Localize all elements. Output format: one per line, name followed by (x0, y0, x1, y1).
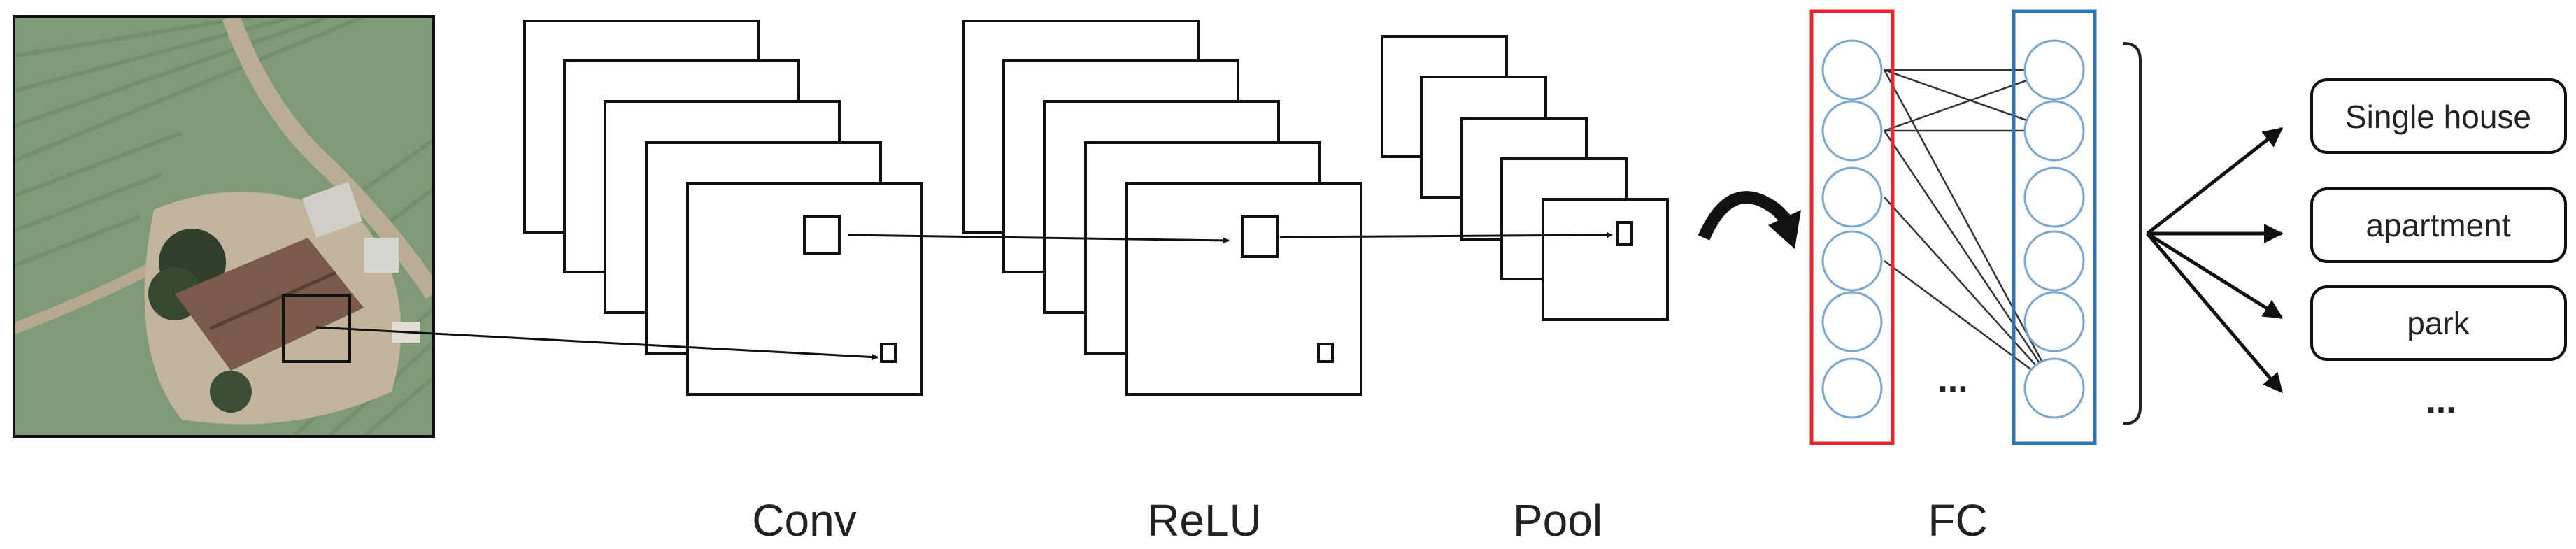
stage-label-pool: Pool (1513, 495, 1602, 546)
relu-feature-maps (962, 20, 1362, 396)
class-label: park (2407, 305, 2470, 341)
fc-output-neuron (2023, 230, 2085, 292)
fc-input-neuron (1821, 166, 1883, 228)
fc-input-neuron (1821, 100, 1883, 162)
fc-input-layer (1809, 9, 1895, 445)
fc-input-neuron (1821, 230, 1883, 292)
stage-label-fc: FC (1928, 495, 1987, 546)
curved-arrow-icon (1698, 191, 1801, 249)
fc-output-neuron (2023, 357, 2085, 419)
fc-input-neuron (1821, 357, 1883, 419)
stage-label-conv: Conv (752, 495, 856, 546)
stage-connections (315, 231, 1613, 361)
class-box-park: park (2310, 285, 2567, 361)
fc-ellipsis: ... (1937, 359, 1967, 400)
fc-output-layer (2012, 9, 2097, 445)
fc-output-neuron (2023, 166, 2085, 228)
fc-output-neuron (2023, 39, 2085, 101)
fc-output-neuron (2023, 291, 2085, 352)
stage-label-relu: ReLU (1147, 495, 1262, 546)
output-bracket (2123, 42, 2142, 425)
class-box-apartment: apartment (2310, 187, 2567, 263)
input-aerial-image (13, 15, 435, 438)
pool-feature-maps (1381, 35, 1669, 321)
class-label: Single house (2345, 99, 2531, 135)
fc-input-neuron (1821, 291, 1883, 352)
conv-feature-maps (523, 20, 923, 396)
fc-output-neuron (2023, 100, 2085, 162)
fc-input-neuron (1821, 39, 1883, 101)
class-label: apartment (2365, 207, 2510, 243)
class-box-single-house: Single house (2310, 78, 2567, 154)
output-arrows (2146, 127, 2284, 394)
class-ellipsis: ... (2426, 380, 2456, 421)
